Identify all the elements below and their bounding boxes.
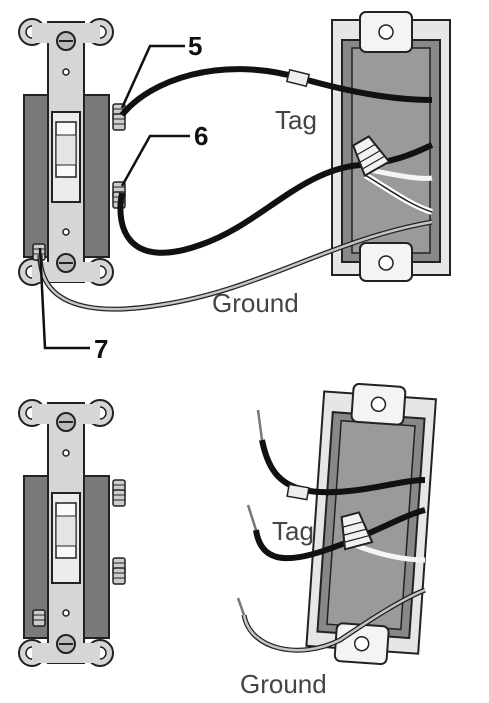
- bottom-wire-tag: [286, 483, 310, 501]
- bottom-diagram: Tag Ground: [18, 382, 437, 699]
- top-black-wire-2: [117, 142, 434, 256]
- bottom-ground-label: Ground: [240, 669, 327, 699]
- callout-6-leader: [120, 134, 190, 187]
- top-ground-label: Ground: [212, 288, 299, 318]
- callout-7-leader: [38, 247, 90, 350]
- callout-5-leader: [120, 44, 185, 109]
- bottom-black-wire-1: [259, 439, 426, 496]
- callout-5: 5: [188, 31, 202, 61]
- top-tag-label: Tag: [275, 105, 317, 135]
- bottom-electrical-box: [305, 382, 437, 666]
- bottom-tag-label: Tag: [272, 516, 314, 546]
- callout-7: 7: [94, 334, 108, 364]
- top-diagram: 5 6 7 Tag Ground: [18, 11, 451, 364]
- bottom-black-wire-2: [253, 507, 426, 562]
- top-wire-tag: [285, 68, 311, 88]
- callout-6: 6: [194, 121, 208, 151]
